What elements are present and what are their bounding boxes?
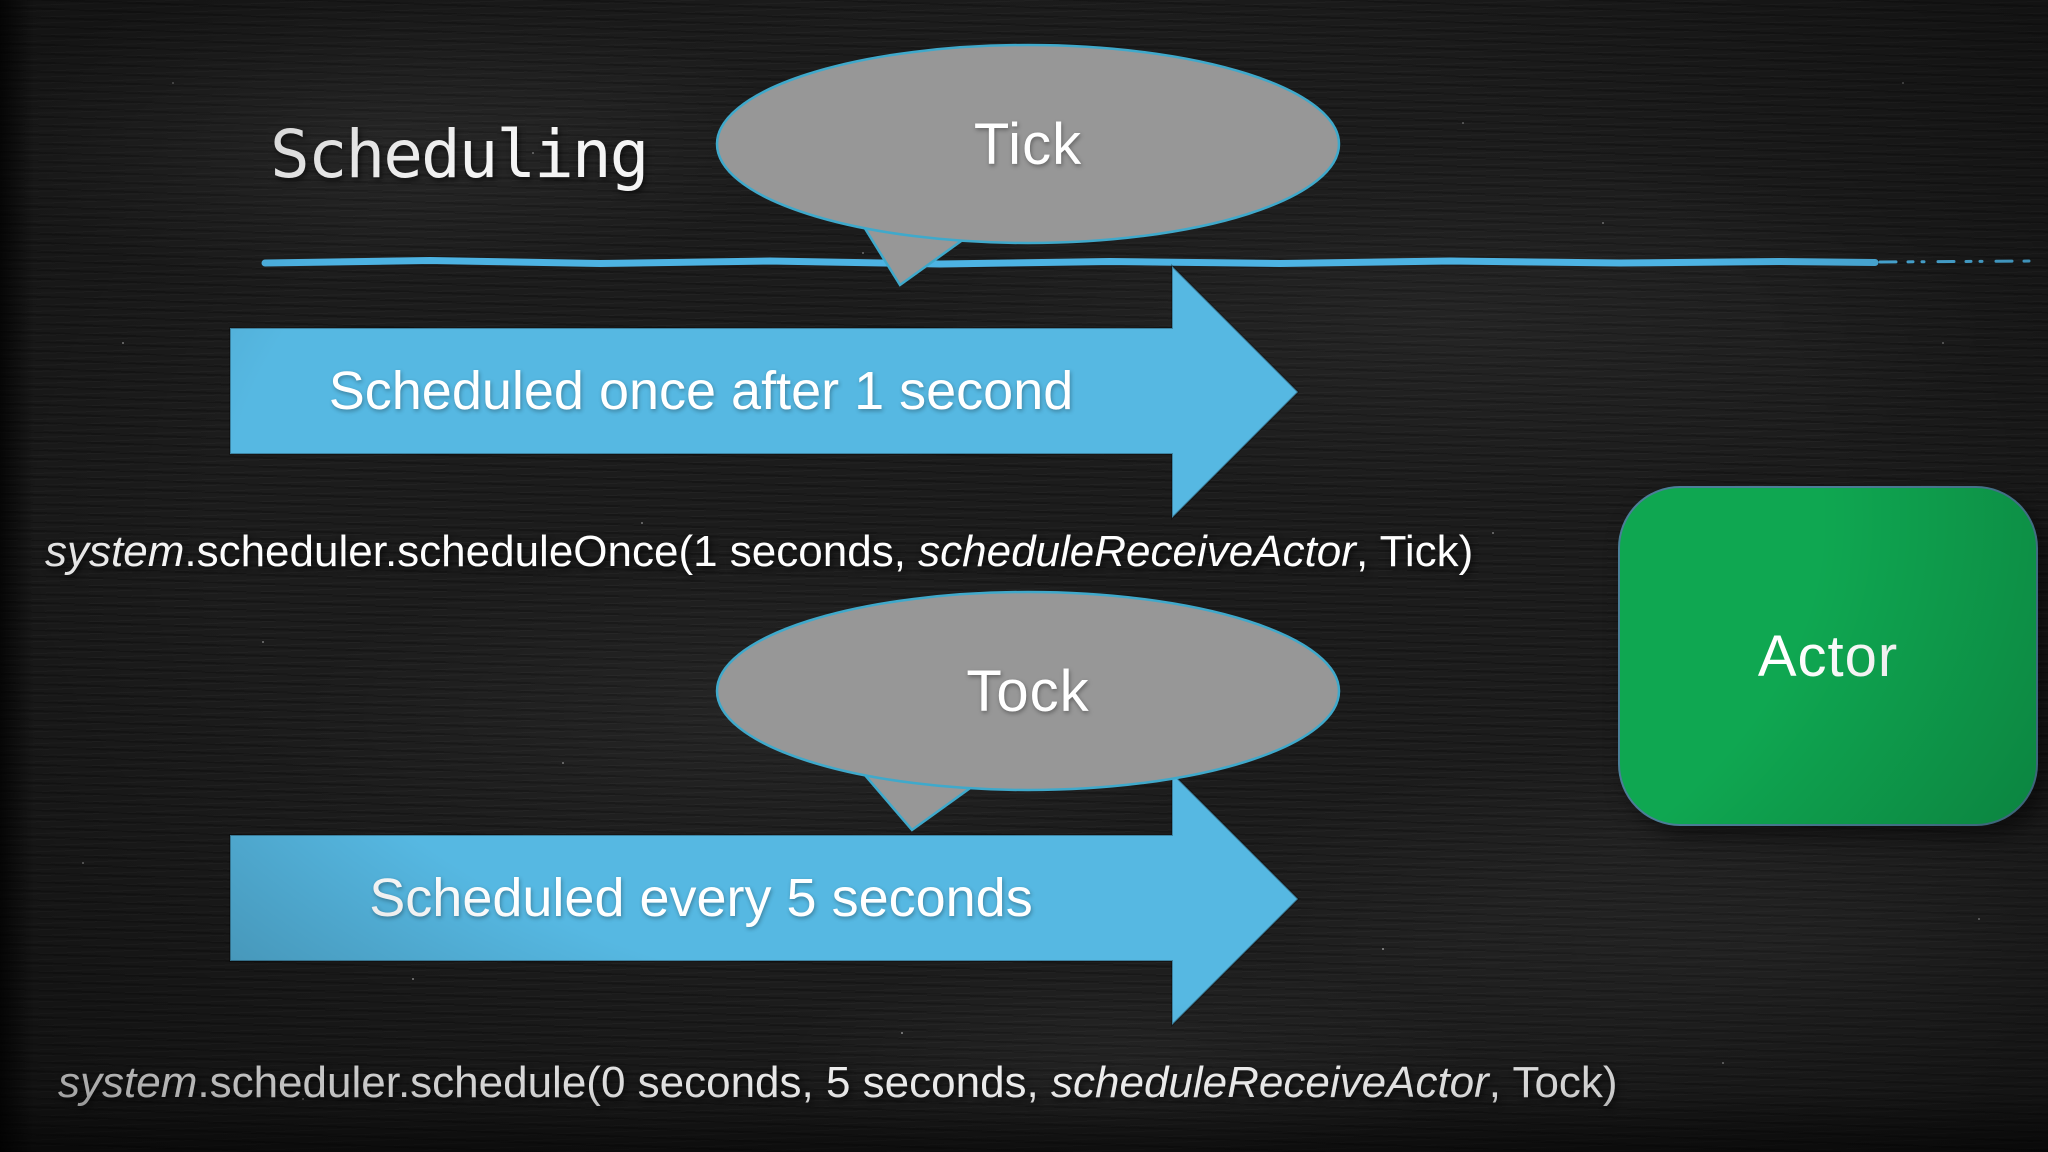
code-line-schedule-once: system.scheduler.scheduleOnce(1 seconds,… [45,527,1473,578]
code-segment: system [58,1058,198,1107]
speech-bubble-tick-label: Tick [973,111,1083,177]
speech-bubble-tock-label: Tock [966,658,1090,724]
code-segment: .scheduler.schedule(0 seconds, 5 seconds… [197,1058,1051,1107]
code-segment: , Tick) [1355,527,1474,576]
arrow-scheduled-every-label: Scheduled every 5 seconds [369,868,1033,928]
code-segment: , Tock) [1488,1058,1618,1107]
code-segment: scheduleReceiveActor [1051,1058,1489,1107]
code-segment: scheduleReceiveActor [918,527,1356,576]
chalk-divider-line-fade [1878,259,2038,264]
chalk-divider-line [261,257,1879,268]
code-line-schedule-every: system.scheduler.schedule(0 seconds, 5 s… [58,1058,1618,1109]
arrow-scheduled-once-label: Scheduled once after 1 second [328,361,1074,421]
actor-box: Actor [1618,486,2038,826]
code-segment: .scheduler.scheduleOnce(1 seconds, [184,527,919,576]
actor-box-label: Actor [1757,623,1899,689]
code-segment: system [45,527,185,576]
